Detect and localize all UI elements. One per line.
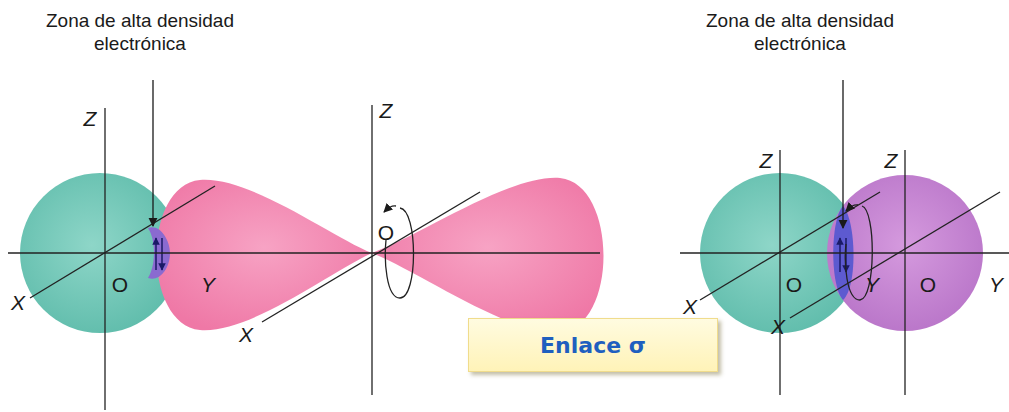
axis-label: Y <box>989 274 1003 295</box>
axis-label: Z <box>885 150 898 171</box>
axis-label: X <box>683 296 697 317</box>
z-axis <box>779 150 780 395</box>
axis-label: O <box>378 222 394 243</box>
title-text: Enlace σ <box>540 333 646 358</box>
axis-label: O <box>786 274 802 295</box>
axis-label: O <box>112 274 128 295</box>
y-axis <box>8 252 600 253</box>
z-axis <box>104 108 105 410</box>
spin-arrow <box>839 238 841 272</box>
leader-line <box>842 80 843 228</box>
axis-label: X <box>11 292 25 313</box>
axis-label: O <box>920 274 936 295</box>
axis-label: X <box>239 324 253 345</box>
rotation-arrow <box>384 206 396 212</box>
z-axis <box>371 105 372 395</box>
axis-label: Z <box>380 100 393 121</box>
s-s-sigma <box>680 80 1009 395</box>
callout-text: Zona de alta densidad electrónica <box>685 10 915 56</box>
leader-line <box>152 80 153 226</box>
rotation-arrow <box>846 205 858 211</box>
axis-label: Z <box>760 150 773 171</box>
z-axis <box>904 150 905 395</box>
axis-label: X <box>771 316 785 337</box>
spin-arrow <box>155 238 157 270</box>
axis-label: Z <box>84 108 97 129</box>
title-box: Enlace σ <box>468 318 718 372</box>
x-axis <box>30 186 215 298</box>
callout-text: Zona de alta densidad electrónica <box>25 10 255 56</box>
x-axis <box>700 192 880 300</box>
p-orbital-lobe <box>372 178 604 332</box>
axis-label: Y <box>201 274 215 295</box>
axis-label: Y <box>865 274 879 295</box>
y-axis <box>680 252 1009 253</box>
x-axis <box>262 192 480 322</box>
spin-arrow <box>161 238 163 270</box>
x-axis <box>790 192 1000 318</box>
